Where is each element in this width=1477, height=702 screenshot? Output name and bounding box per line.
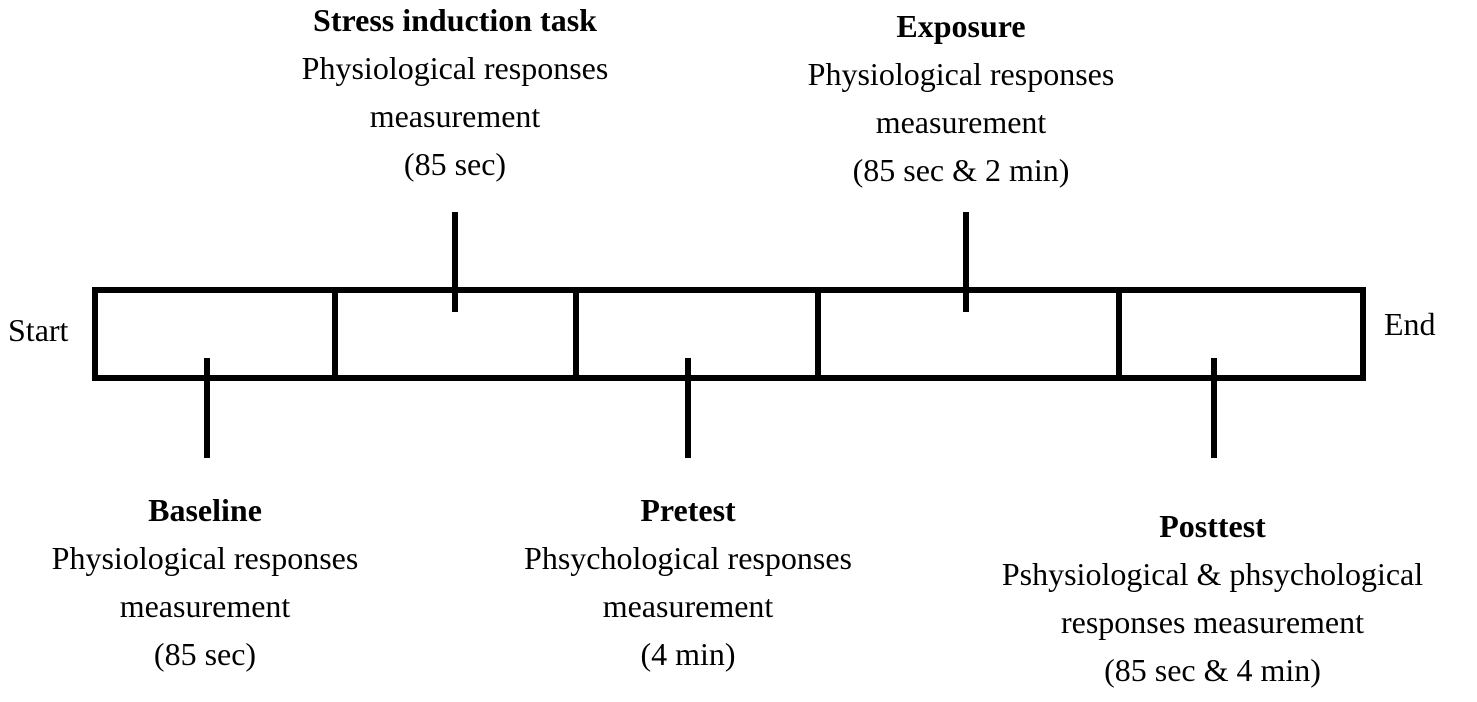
stress-induction-line1: Physiological responses	[301, 50, 609, 86]
pretest-block: Pretest Phsychological responses measure…	[468, 486, 908, 678]
pretest-title: Pretest	[640, 492, 736, 528]
exposure-title: Exposure	[896, 8, 1026, 44]
exposure-block: Exposure Physiological responses measure…	[736, 2, 1186, 194]
stress-induction-title: Stress induction task	[313, 2, 597, 38]
exposure-duration: (85 sec & 2 min)	[852, 152, 1070, 188]
posttest-title: Posttest	[1159, 508, 1266, 544]
stress-induction-block: Stress induction task Physiological resp…	[230, 0, 680, 188]
baseline-line2: measurement	[119, 588, 291, 624]
stress-induction-line2: measurement	[369, 98, 541, 134]
posttest-duration: (85 sec & 4 min)	[1104, 652, 1321, 688]
baseline-duration: (85 sec)	[153, 636, 257, 672]
end-label: End	[1384, 306, 1436, 342]
pretest-line2: measurement	[602, 588, 774, 624]
posttest-line2: responses measurement	[1060, 604, 1364, 640]
stress-induction-duration: (85 sec)	[403, 146, 507, 182]
baseline-title: Baseline	[148, 492, 262, 528]
posttest-block: Posttest Pshysiological & phsychological…	[948, 502, 1477, 694]
exposure-line1: Physiological responses	[807, 56, 1115, 92]
posttest-line1: Pshysiological & phsychological	[1001, 556, 1424, 592]
baseline-block: Baseline Physiological responses measure…	[0, 486, 410, 678]
start-label: Start	[8, 312, 69, 348]
exposure-line2: measurement	[875, 104, 1047, 140]
timeline-bar	[92, 287, 1366, 381]
pretest-line1: Phsychological responses	[524, 540, 852, 576]
pretest-duration: (4 min)	[640, 636, 736, 672]
baseline-line1: Physiological responses	[51, 540, 359, 576]
